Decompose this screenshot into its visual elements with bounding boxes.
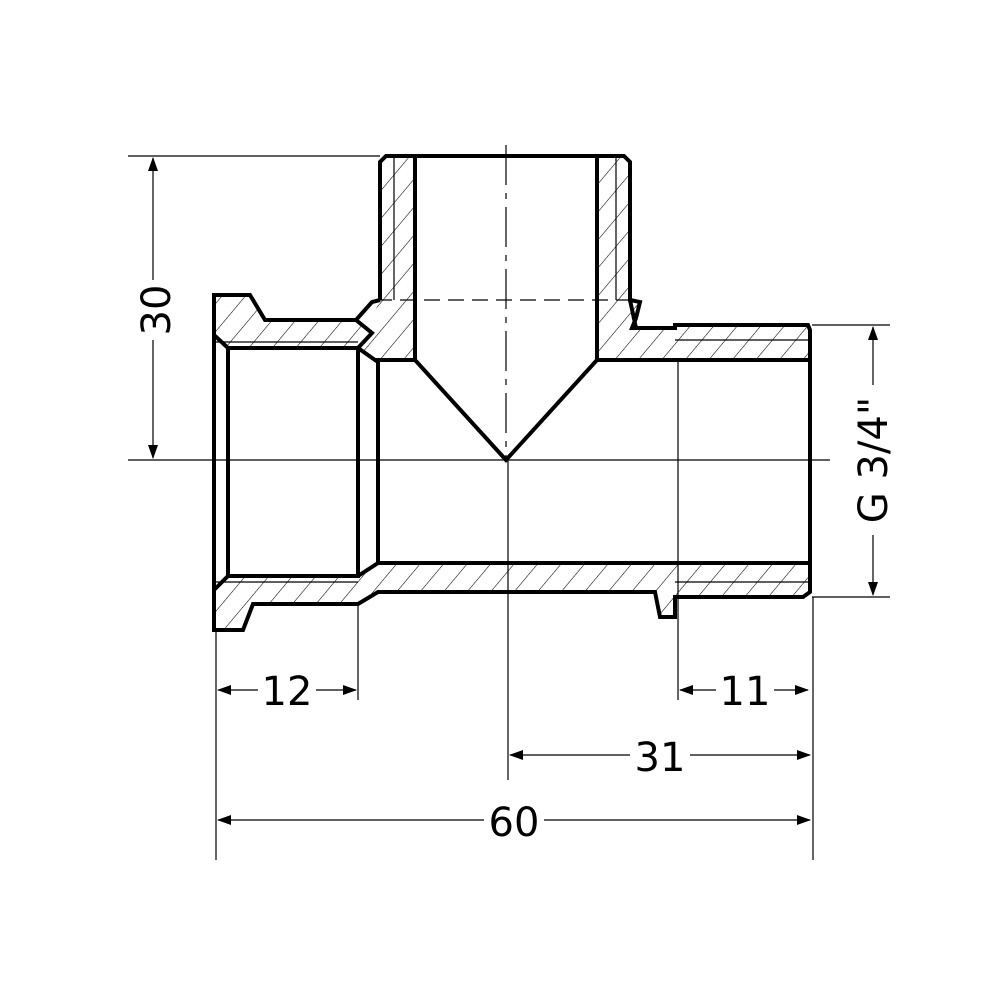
section-hatching (214, 156, 808, 630)
dimension-12: 12 (217, 668, 357, 715)
dimension-30: 30 (132, 157, 180, 459)
dimension-11: 11 (679, 668, 809, 715)
dimension-60: 60 (217, 798, 811, 846)
dim-label-thread: G 3/4" (851, 397, 897, 523)
part-outline (212, 154, 812, 632)
extension-lines (128, 155, 890, 860)
thread-lines (214, 158, 808, 583)
dimension-thread: G 3/4" (850, 326, 897, 596)
dim-label-31: 31 (635, 735, 686, 781)
dim-label-30: 30 (134, 285, 180, 336)
dim-label-60: 60 (489, 800, 540, 846)
dimension-31: 31 (509, 733, 811, 781)
dim-label-11: 11 (720, 669, 771, 715)
center-lines (128, 145, 830, 780)
dim-label-12: 12 (262, 669, 313, 715)
